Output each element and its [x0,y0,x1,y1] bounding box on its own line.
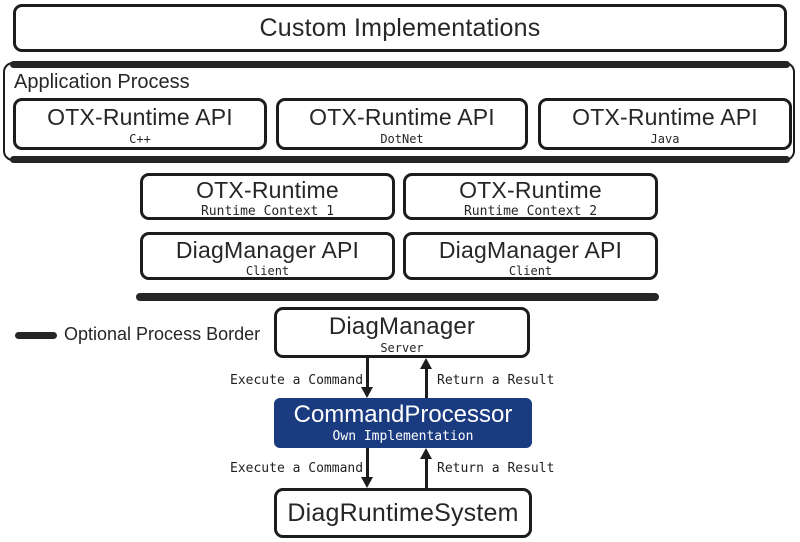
return-result-label-upper: Return a Result [437,373,555,388]
diagmanager-server-box: DiagManager Server [274,307,530,358]
diagmanager-api-client1-subtitle: Client [245,264,290,278]
command-processor-subtitle: Own Implementation [332,429,474,444]
diag-runtime-system-title: DiagRuntimeSystem [287,499,519,527]
otx-runtime-api-java-box: OTX-Runtime API Java [538,98,792,150]
return-result-arrow-up-icon-lower [419,448,433,488]
otx-runtime-api-dotnet-title: OTX-Runtime API [309,104,495,130]
application-process-label: Application Process [14,71,190,93]
diagmanager-api-client1-box: DiagManager API Client [140,232,395,280]
command-processor-title: CommandProcessor [293,401,513,428]
execute-command-arrow-down-icon [360,358,374,398]
execute-command-arrow-down-icon-lower [360,448,374,488]
execute-command-label-lower: Execute a Command [230,461,364,476]
custom-implementations-label: Custom Implementations [259,14,541,42]
diagmanager-subtitle: Server [380,341,424,355]
diag-runtime-system-box: DiagRuntimeSystem [274,488,532,538]
diagmanager-title: DiagManager [328,313,476,340]
otx-runtime-context1-title: OTX-Runtime [196,177,339,203]
diagmanager-api-client2-subtitle: Client [508,264,553,278]
command-processor-box: CommandProcessor Own Implementation [274,398,532,448]
otx-runtime-api-cpp-box: OTX-Runtime API C++ [13,98,267,150]
custom-implementations-box: Custom Implementations [13,4,787,52]
diagmanager-api-client2-box: DiagManager API Client [403,232,658,280]
otx-runtime-context2-box: OTX-Runtime Runtime Context 2 [403,173,658,220]
otx-runtime-context1-box: OTX-Runtime Runtime Context 1 [140,173,395,220]
diagmanager-api-client2-title: DiagManager API [438,237,623,263]
otx-runtime-context2-subtitle: Runtime Context 2 [463,204,598,219]
legend-bar-icon [15,332,57,339]
process-border-top-bar [10,61,790,68]
process-border-middle-bar [136,293,659,301]
otx-runtime-api-java-title: OTX-Runtime API [572,104,758,130]
legend-label: Optional Process Border [64,324,261,344]
otx-runtime-api-cpp-subtitle: C++ [129,132,151,146]
otx-runtime-api-dotnet-box: OTX-Runtime API DotNet [276,98,528,150]
otx-runtime-context1-subtitle: Runtime Context 1 [200,204,335,219]
diagmanager-api-client1-title: DiagManager API [175,237,360,263]
execute-command-label-upper: Execute a Command [230,373,364,388]
otx-runtime-api-java-subtitle: Java [650,132,680,146]
otx-runtime-api-cpp-title: OTX-Runtime API [47,104,233,130]
otx-runtime-context2-title: OTX-Runtime [459,177,602,203]
return-result-label-lower: Return a Result [437,461,555,476]
return-result-arrow-up-icon [419,358,433,398]
otx-runtime-api-dotnet-subtitle: DotNet [380,132,424,146]
process-border-bottom-bar [10,156,790,163]
